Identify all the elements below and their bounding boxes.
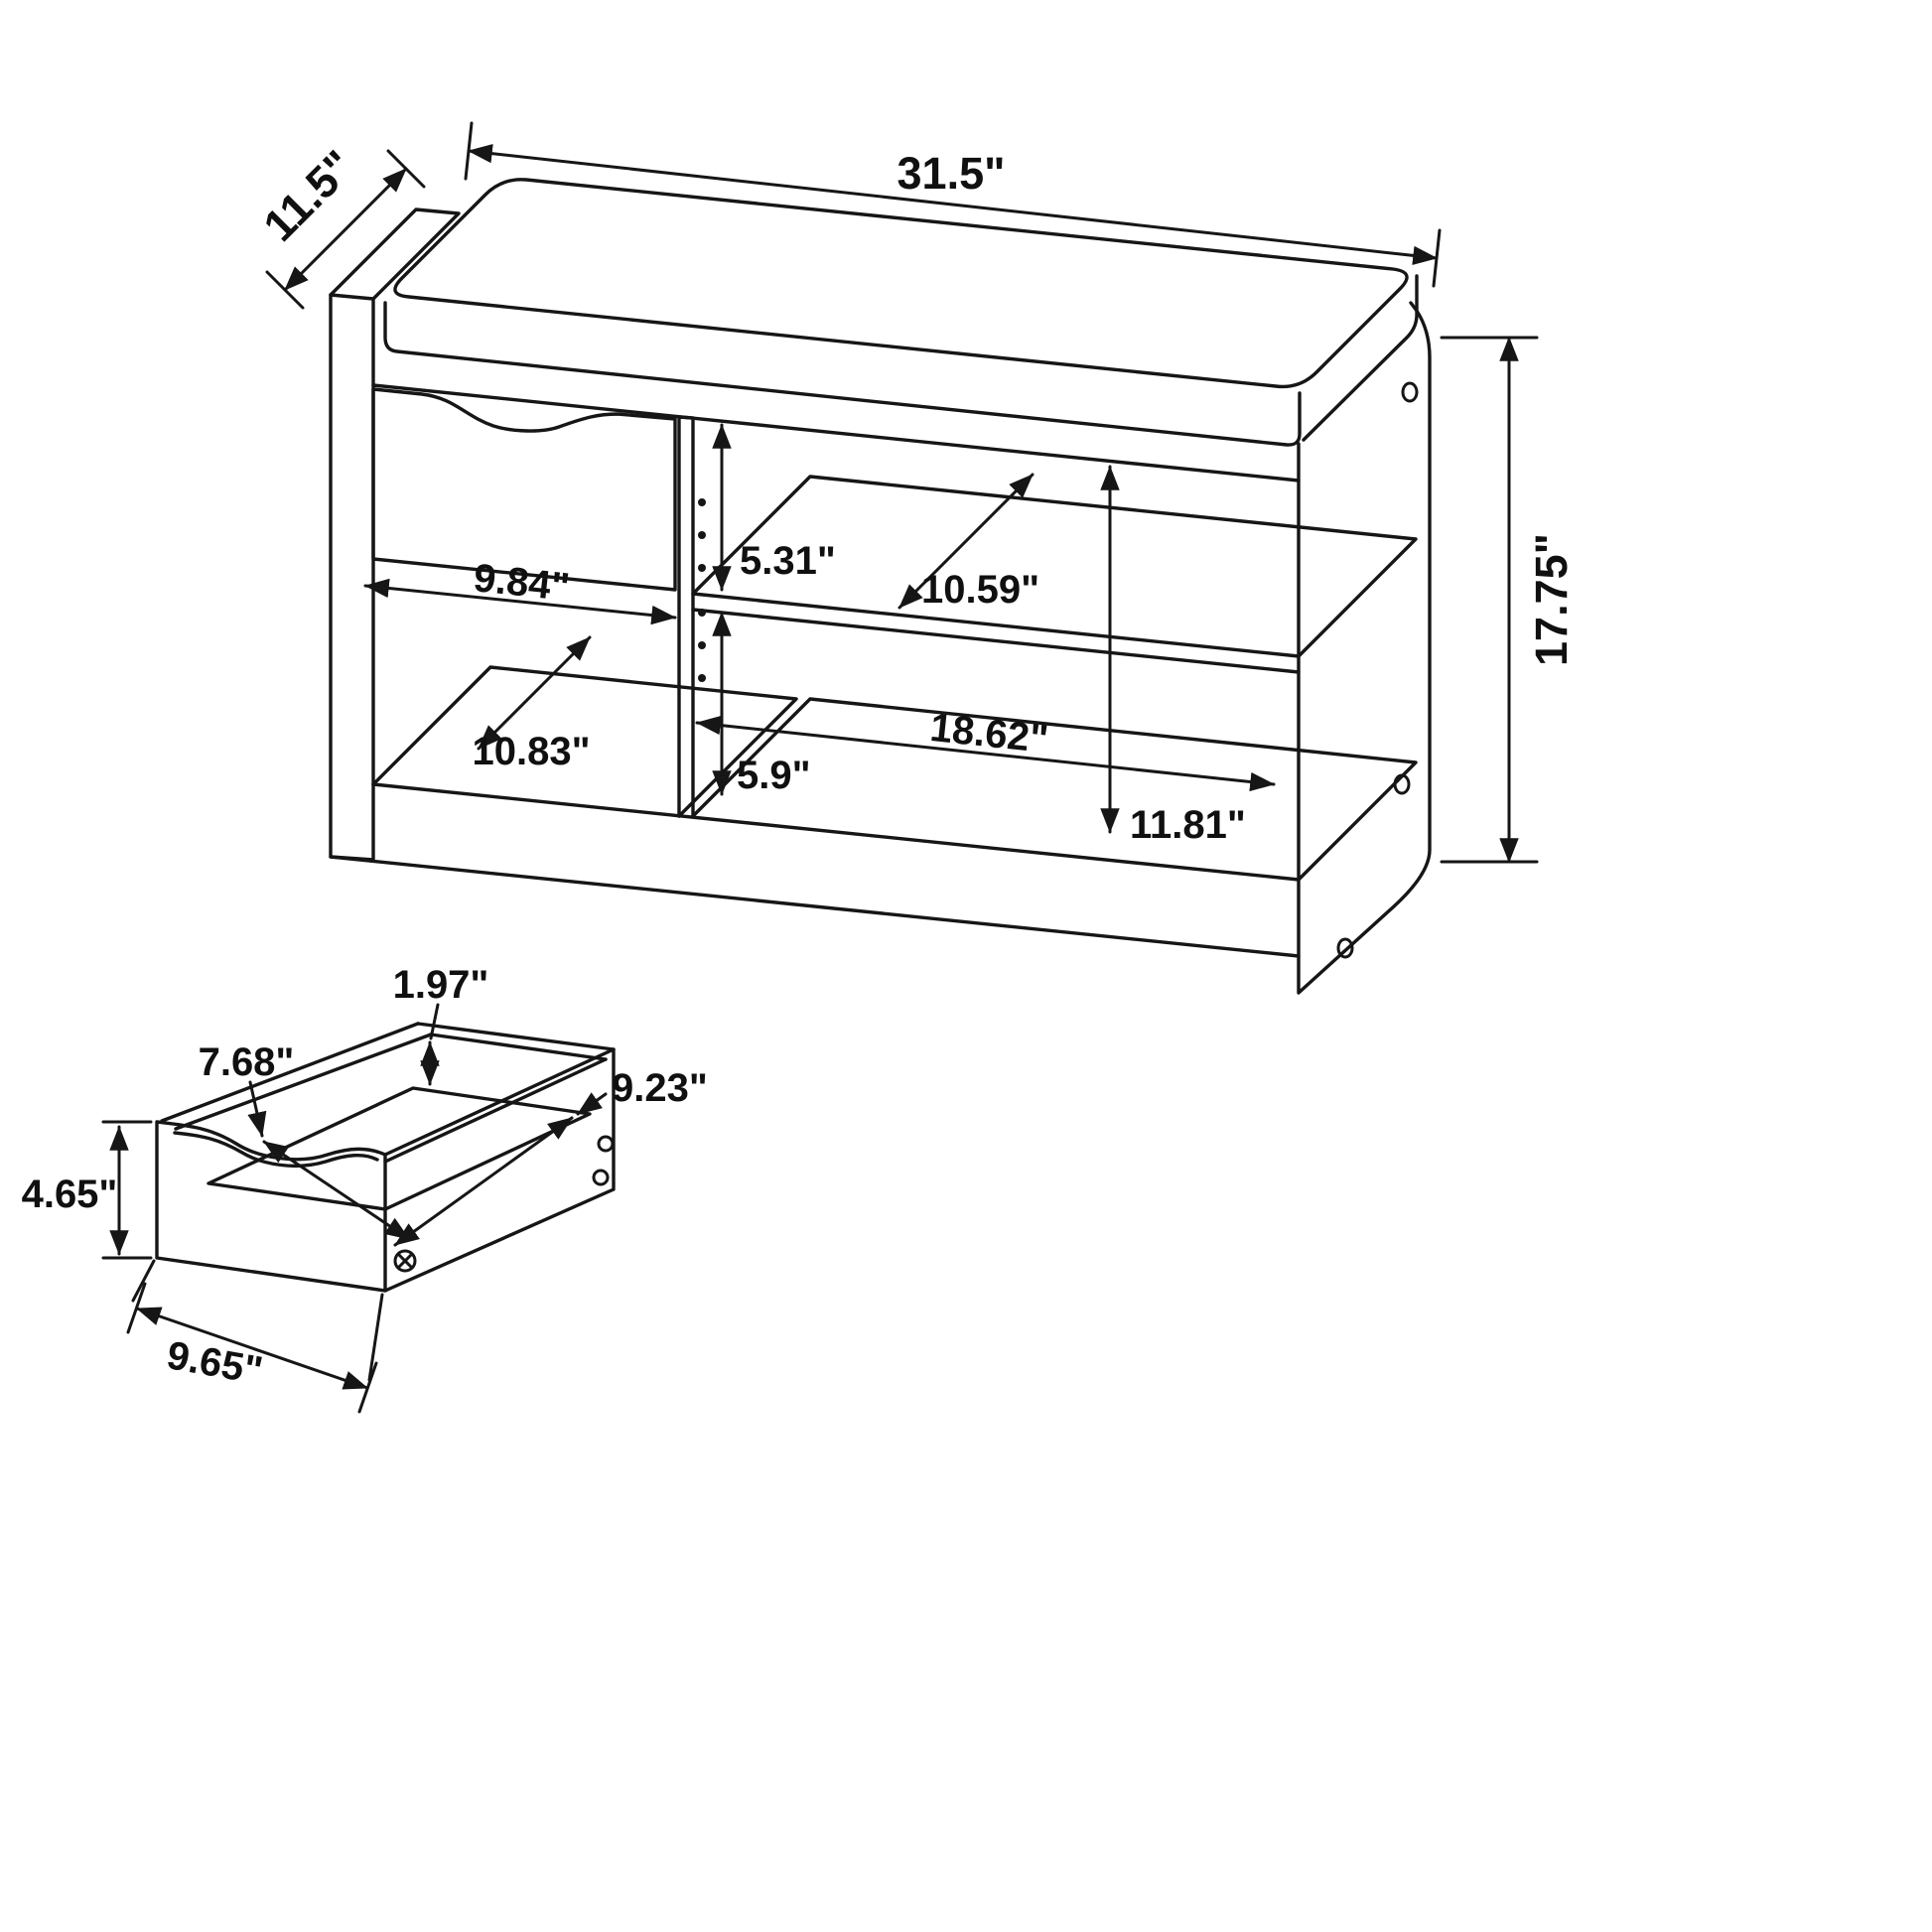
dim-drawer-front-height: 4.65" <box>22 1120 153 1260</box>
dim-overall-depth-label: 11.5" <box>253 140 363 250</box>
dim-overall-width-label: 31.5" <box>897 148 1006 199</box>
screw-icon <box>597 1135 615 1153</box>
bench-right-panel <box>1297 301 1432 995</box>
dim-left-opening-width-label: 9.84" <box>472 556 572 610</box>
dim-lower-opening-height-label: 5.9" <box>737 754 811 797</box>
dim-drawer-interior-depth: 9.23" <box>393 1066 708 1247</box>
bench-top-rail-line <box>371 383 1301 483</box>
dim-upper-opening-height-label: 5.31" <box>740 539 836 583</box>
bench-drawer-front <box>371 387 677 592</box>
bench-center-divider <box>677 415 695 819</box>
screw-icon <box>393 1249 417 1273</box>
dim-drawer-front-height-label: 4.65" <box>22 1173 118 1216</box>
bench-bottom-edge <box>329 855 1301 958</box>
bench-base-shelf-line <box>371 782 1301 882</box>
dim-overall-height: 17.75" <box>1440 336 1577 864</box>
screw-hole-icon <box>1401 381 1419 403</box>
dim-left-floor-depth-label: 10.83" <box>472 730 590 773</box>
dim-right-interior-height-label: 11.81" <box>1130 803 1246 847</box>
dim-left-floor-depth: 10.83" <box>472 635 592 773</box>
dim-drawer-interior-depth-label: 9.23" <box>612 1066 708 1110</box>
drawer-back-panel-top <box>416 1022 616 1061</box>
bench-left-panel <box>329 293 375 862</box>
dim-right-interior-height: 11.81" <box>1100 465 1246 847</box>
drawer-left-side-top <box>160 1022 433 1131</box>
dim-drawer-interior-width: 7.68" <box>199 1040 411 1241</box>
screw-hole-icon <box>1336 937 1354 959</box>
shelf-pin-hole-icon <box>698 641 706 649</box>
bench-structure <box>329 178 1432 995</box>
drawer-figure: 1.97" 7.68" 9.23" 4.65" 9.65" <box>22 963 708 1414</box>
shelf-pin-hole-icon <box>698 531 706 539</box>
shelf-pin-hole-icon <box>698 498 706 506</box>
dim-drawer-interior-width-label: 7.68" <box>199 1040 295 1084</box>
screw-icon <box>592 1169 610 1186</box>
dim-shelf-depth: 10.59" <box>897 473 1039 612</box>
shelf-pin-hole-icon <box>698 674 706 682</box>
dim-drawer-depth-label: 9.65" <box>164 1333 266 1393</box>
dim-left-opening-width: 9.84" <box>363 556 677 625</box>
dim-drawer-back-height: 1.97" <box>393 963 489 1086</box>
dim-upper-opening-height: 5.31" <box>712 423 836 592</box>
dim-shelf-depth-label: 10.59" <box>921 568 1039 612</box>
dim-overall-width: 31.5" <box>464 121 1442 288</box>
bench-middle-shelf <box>691 475 1418 674</box>
bench-cushion-front <box>383 301 1302 447</box>
bench-figure: 31.5" 11.5" 17.75" 9.84" 5.31" 10.59" 10… <box>253 121 1577 995</box>
shelf-pin-hole-icon <box>698 564 706 572</box>
bench-cushion-side <box>1302 274 1419 442</box>
bench-cushion-top <box>393 178 1409 389</box>
dim-drawer-back-height-label: 1.97" <box>393 963 489 1007</box>
dim-lower-opening-height: 5.9" <box>712 611 811 797</box>
dim-right-opening-width-label: 18.62" <box>928 706 1050 761</box>
dim-overall-height-label: 17.75" <box>1526 533 1577 666</box>
